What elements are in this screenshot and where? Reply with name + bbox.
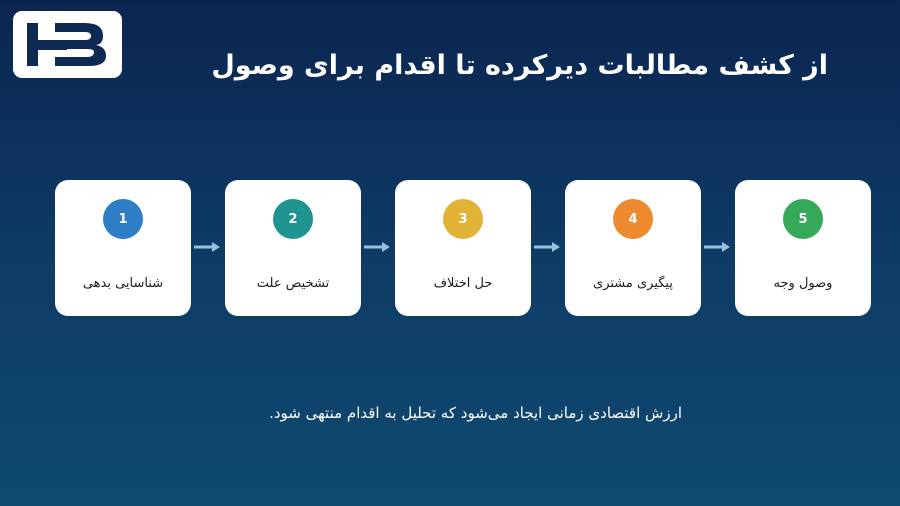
hb-logo <box>13 11 122 78</box>
flow-arrow-icon <box>194 242 220 252</box>
step-card-4: 4 پیگیری مشتری <box>565 180 701 316</box>
step-number-badge: 5 <box>783 199 823 239</box>
step-number-badge: 2 <box>273 199 313 239</box>
flow-arrow-icon <box>364 242 390 252</box>
step-label: شناسایی بدهی <box>82 276 164 291</box>
step-label: وصول وجه <box>773 276 833 291</box>
flow-arrow-icon <box>534 242 560 252</box>
footer-caption: ارزش اقتصادی زمانی ایجاد می‌شود که تحلیل… <box>269 404 682 422</box>
step-label: حل اختلاف <box>433 276 493 291</box>
step-number-badge: 1 <box>103 199 143 239</box>
step-card-5: 5 وصول وجه <box>735 180 871 316</box>
step-card-3: 3 حل اختلاف <box>395 180 531 316</box>
step-label: پیگیری مشتری <box>593 276 673 291</box>
step-card-2: 2 تشخیص علت <box>225 180 361 316</box>
step-number-badge: 3 <box>443 199 483 239</box>
page-title: از کشف مطالبات دیرکرده تا اقدام برای وصو… <box>211 50 828 81</box>
step-label: تشخیص علت <box>256 276 330 291</box>
hb-logo-mark <box>27 23 106 66</box>
step-number-badge: 4 <box>613 199 653 239</box>
step-card-1: 1 شناسایی بدهی <box>55 180 191 316</box>
flow-arrow-icon <box>704 242 730 252</box>
